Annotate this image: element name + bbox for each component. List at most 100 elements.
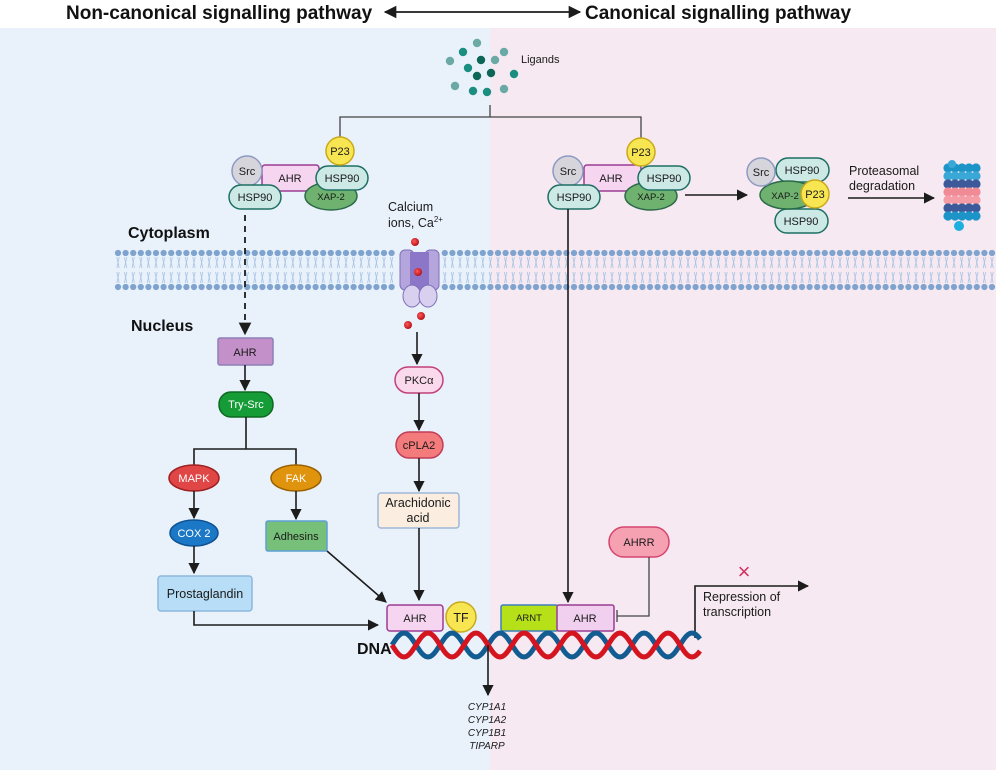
nuclear-ahr-tf-box <box>386 604 444 632</box>
p23-label: P23 <box>805 189 825 201</box>
xap2-label: XAP-2 <box>771 191 798 202</box>
lipid-tail <box>367 256 371 269</box>
proteasome-subunit <box>971 179 981 189</box>
proteasome-label-line1: Proteasomal <box>849 164 919 178</box>
arrow-adhesins-to-ahr <box>326 550 387 603</box>
lipid-tail <box>944 271 948 284</box>
lipid-head <box>335 249 342 257</box>
lipid-tail <box>640 271 644 284</box>
ligands-label: Ligands <box>521 54 560 66</box>
lipid-head <box>973 283 980 291</box>
lipid-tail <box>678 271 682 284</box>
lipid-head <box>882 283 889 291</box>
lipid-head <box>814 249 821 257</box>
lipid-head <box>890 249 897 257</box>
lipid-head <box>190 283 198 291</box>
lipid-tail <box>473 256 477 269</box>
ahrr-node <box>608 526 670 558</box>
ahr-label: AHR <box>278 173 301 185</box>
lipid-tail <box>739 256 743 269</box>
lipid-head <box>259 249 266 257</box>
lipid-tail <box>587 256 591 269</box>
lipid-head <box>631 249 638 257</box>
proteasome-subunit <box>950 187 960 197</box>
lipid-tail <box>549 256 553 269</box>
lipid-tail <box>314 271 318 284</box>
dna-strand-red <box>389 630 702 660</box>
lipid-tail <box>207 256 211 269</box>
lipid-head <box>266 283 274 291</box>
repression-label-line2: transcription <box>703 605 771 619</box>
lipid-head <box>829 249 836 257</box>
lipid-tail <box>960 271 964 284</box>
lipid-head <box>844 283 851 291</box>
lipid-tail <box>329 256 333 269</box>
lipid-head <box>350 249 357 257</box>
lipid-head <box>905 283 912 291</box>
lipid-tail <box>359 256 363 269</box>
lipid-tail <box>131 256 135 269</box>
proteasome-subunit <box>943 171 953 181</box>
lipid-tail <box>990 271 994 284</box>
src-label: Src <box>239 166 256 178</box>
lipid-tail <box>443 271 447 284</box>
lipid-tail <box>648 256 652 269</box>
lipid-head <box>198 249 205 257</box>
ligand-dot <box>509 69 519 79</box>
ligand-dot <box>486 68 496 78</box>
gene-label: CYP1A1 <box>468 702 506 713</box>
lipid-head <box>342 249 350 257</box>
xap2-label: XAP-2 <box>317 192 344 203</box>
lipid-tail <box>367 271 371 284</box>
proteasome-subunit <box>971 187 981 197</box>
lipid-head <box>662 283 669 291</box>
lipid-tail <box>238 271 242 284</box>
lipid-head <box>669 249 676 257</box>
lipid-tail <box>253 256 257 269</box>
lipid-head <box>137 249 144 257</box>
lipid-tail <box>884 256 888 269</box>
lipid-head <box>456 249 464 257</box>
hsp90-subunit <box>775 157 830 183</box>
lipid-tail <box>716 271 720 284</box>
lipid-head <box>639 249 646 257</box>
lipid-head <box>677 249 684 257</box>
lipid-head <box>312 283 319 291</box>
cox2-label: COX 2 <box>177 528 210 540</box>
prostaglandin-label: Prostaglandin <box>167 587 243 601</box>
lipid-head <box>768 249 775 257</box>
lipid-head <box>791 283 798 291</box>
proteasome-subunit <box>950 179 960 189</box>
lipid-head <box>137 283 144 291</box>
lipid-tail <box>283 256 287 269</box>
lipid-head <box>798 283 806 291</box>
proteasome-subunit <box>964 163 974 173</box>
lipid-head <box>593 283 600 291</box>
lipid-head <box>867 283 874 291</box>
lipid-tail <box>314 256 318 269</box>
lipid-tail <box>906 271 910 284</box>
lipid-head <box>768 283 775 291</box>
proteasome-subunit <box>964 211 974 221</box>
p23-subunit <box>325 136 355 166</box>
lipid-head <box>206 283 213 291</box>
lipid-tail <box>922 256 926 269</box>
lipid-tail <box>830 271 834 284</box>
lipid-tail <box>139 271 143 284</box>
calcium-ion <box>417 312 425 320</box>
proteasome-subunit <box>964 179 974 189</box>
lipid-tail <box>671 271 675 284</box>
lipid-head <box>152 283 160 291</box>
lipid-head <box>981 249 988 257</box>
lipid-tail <box>975 256 979 269</box>
lipid-tail <box>861 271 865 284</box>
lipid-tail <box>929 256 933 269</box>
lipid-tail <box>450 271 454 284</box>
lipid-tail <box>602 256 606 269</box>
lipid-head <box>266 249 274 257</box>
lipid-head <box>715 283 722 291</box>
lipid-tail <box>390 256 394 269</box>
lipid-tail <box>671 256 675 269</box>
lipid-tail <box>716 256 720 269</box>
lipid-tail <box>116 271 120 284</box>
